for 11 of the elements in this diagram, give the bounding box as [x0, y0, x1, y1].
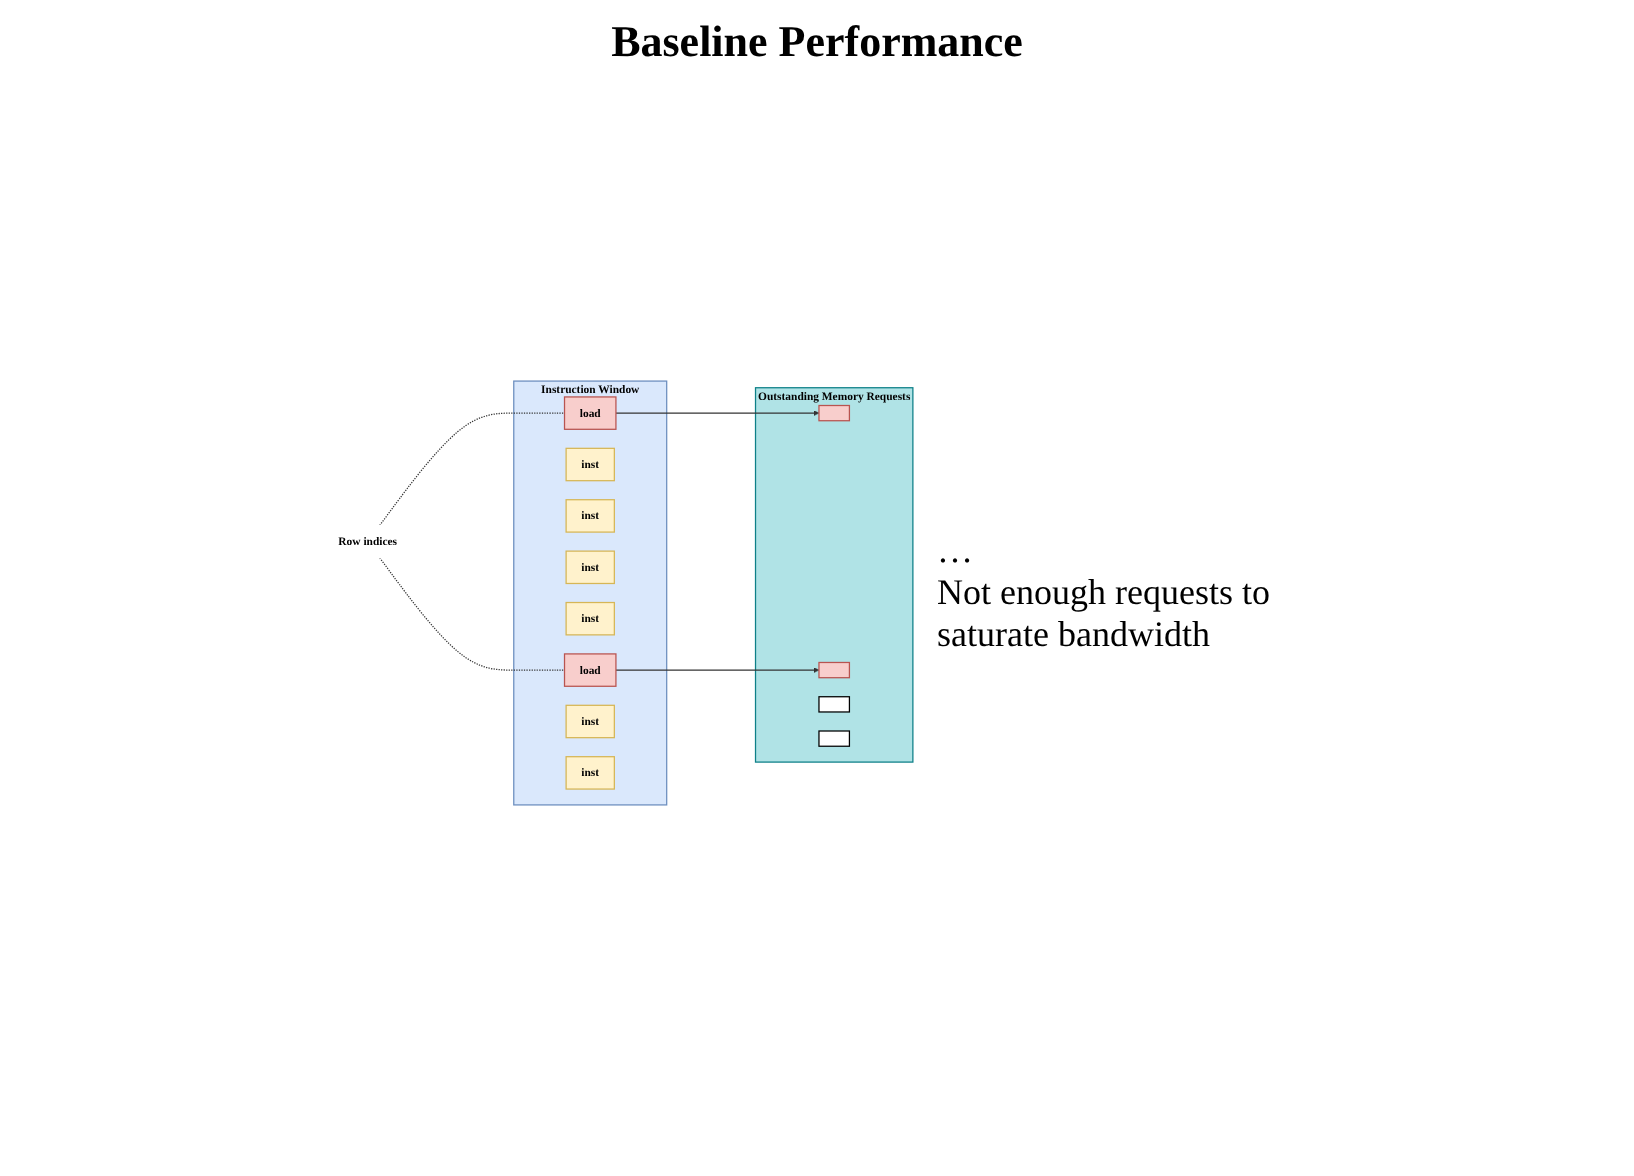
note-text: Not enough requests to saturate bandwidth	[936, 571, 1272, 655]
arrow	[614, 666, 819, 672]
node-box	[817, 660, 850, 678]
diagram-title: Baseline Performance	[609, 16, 1025, 68]
node-box	[817, 695, 850, 712]
node-box	[817, 729, 850, 746]
note-text: …	[936, 529, 975, 571]
node-box	[817, 403, 850, 421]
connector	[378, 411, 565, 526]
connector	[378, 556, 565, 670]
arrow	[614, 409, 819, 415]
